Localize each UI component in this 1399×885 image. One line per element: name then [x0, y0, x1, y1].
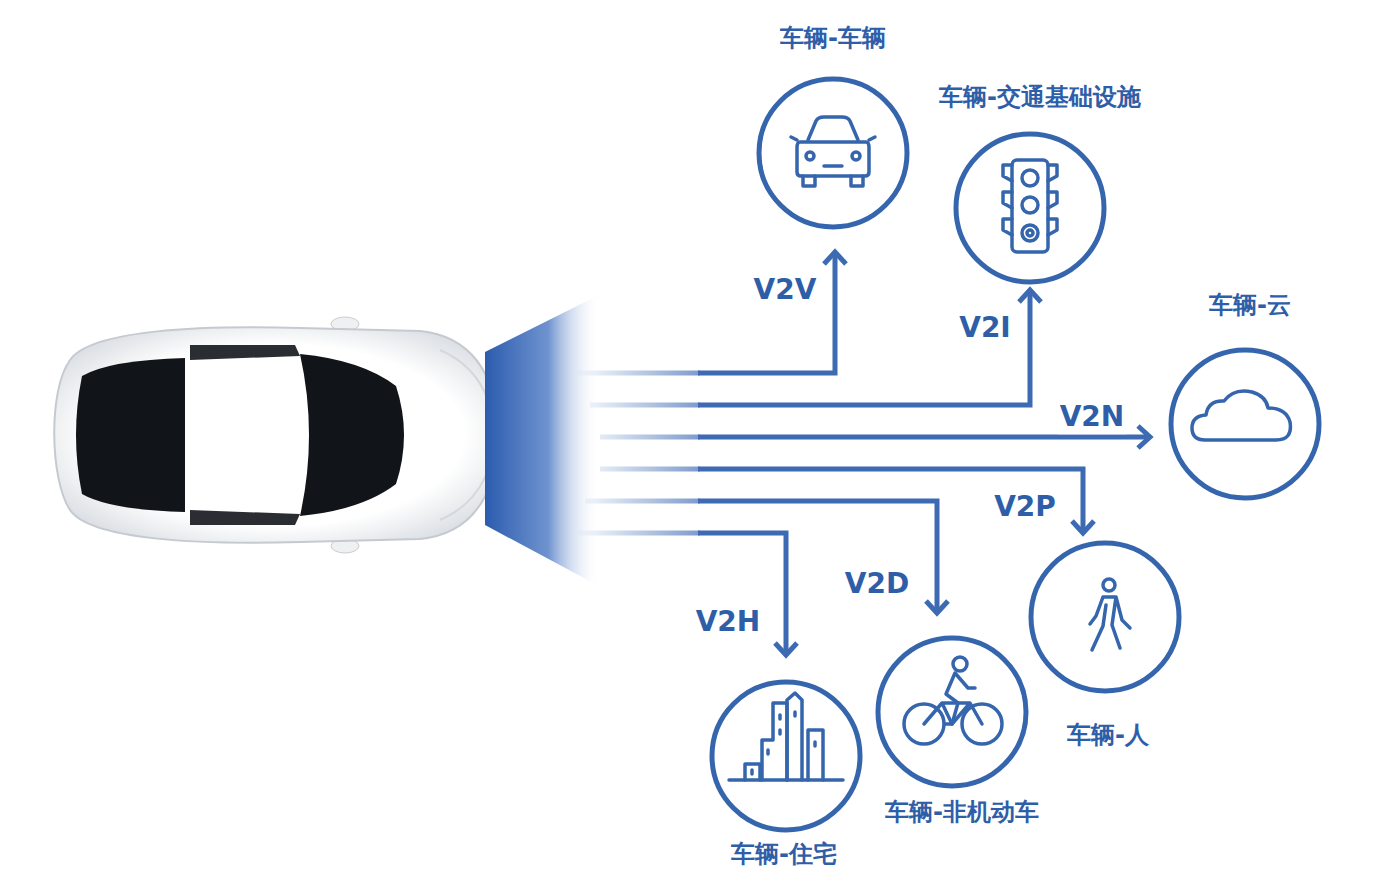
icons — [729, 117, 1290, 780]
circle-outline — [1168, 347, 1322, 501]
circle-node: 车辆-住宅 — [709, 679, 863, 833]
circle-node: 车辆-车辆 — [756, 76, 910, 230]
circle-node: 车辆-人 — [1028, 540, 1182, 694]
circle-outline — [756, 76, 910, 230]
circle-outline — [875, 635, 1029, 789]
link-label: V2V — [752, 273, 819, 307]
link-label: V2N — [1058, 400, 1127, 434]
link-label: V2I — [957, 311, 1013, 345]
circle-outline — [953, 131, 1107, 285]
node-caption: 车辆-云 — [1209, 291, 1291, 320]
circle-outline — [1028, 540, 1182, 694]
link-label: V2H — [694, 605, 763, 639]
circle-node: 车辆-云 — [1168, 347, 1322, 501]
link-label: V2P — [992, 490, 1058, 524]
node-caption: 车辆-车辆 — [780, 24, 886, 53]
circle-node: 车辆-交通基础设施 — [953, 131, 1107, 285]
node-caption: 车辆-住宅 — [731, 840, 837, 869]
circle-node: 车辆-非机动车 — [875, 635, 1029, 789]
node-caption: 车辆-人 — [1067, 721, 1149, 750]
link-label: V2D — [843, 567, 911, 601]
signal-cone — [485, 296, 597, 585]
circle-outline — [709, 679, 863, 833]
car-illustration — [54, 317, 500, 553]
arrows — [575, 252, 1150, 655]
node-caption: 车辆-交通基础设施 — [939, 83, 1141, 112]
node-caption: 车辆-非机动车 — [885, 798, 1039, 827]
